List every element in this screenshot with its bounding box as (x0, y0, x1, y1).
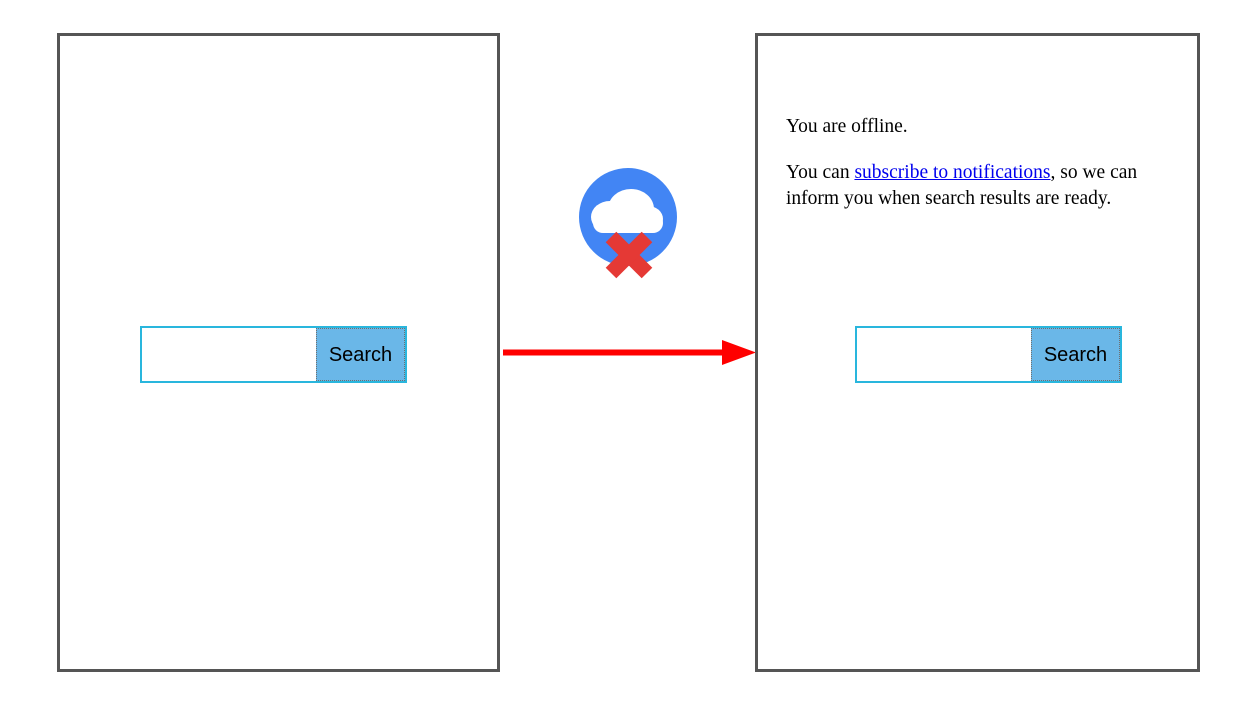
offline-message: You are offline. You can subscribe to no… (786, 114, 1178, 212)
cross-mark (605, 231, 653, 279)
search-widget[interactable]: Search (140, 326, 407, 383)
offline-subscribe-text: You can subscribe to notifications, so w… (786, 160, 1178, 212)
offline-status-text: You are offline. (786, 116, 908, 137)
search-input[interactable] (142, 328, 316, 381)
screen-after-panel: You are offline. You can subscribe to no… (755, 33, 1200, 672)
offline-subscribe-prefix: You can (786, 162, 855, 183)
cloud-shape (591, 189, 663, 233)
cloud-offline-icon (578, 167, 680, 283)
transition-arrow (500, 336, 758, 369)
search-widget[interactable]: Search (855, 326, 1122, 383)
screen-before-panel: Search (57, 33, 500, 672)
arrow-head (722, 340, 756, 365)
search-input[interactable] (857, 328, 1031, 381)
offline-subscribe-suffix: , so we can inform you when search resul… (786, 162, 1138, 209)
search-button[interactable]: Search (316, 328, 405, 381)
subscribe-to-notifications-link[interactable]: subscribe to notifications (854, 162, 1051, 183)
search-button[interactable]: Search (1031, 328, 1120, 381)
